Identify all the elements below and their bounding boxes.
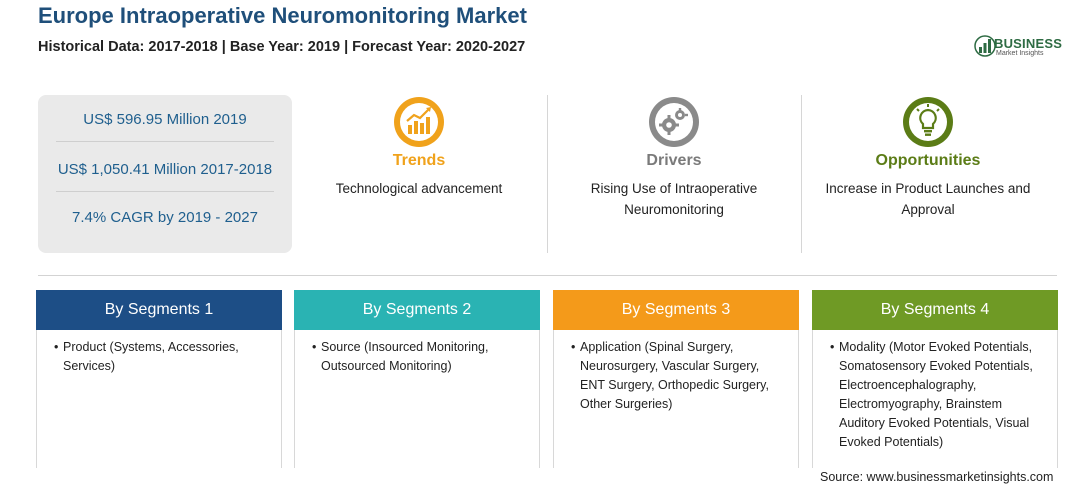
market-value-historical: US$ 1,050.41 Million 2017-2018 (57, 161, 273, 178)
drivers-column: Drivers Rising Use of Intraoperative Neu… (559, 95, 789, 220)
drivers-heading: Drivers (646, 152, 702, 169)
column-divider (801, 95, 802, 253)
cagr-value: 7.4% CAGR by 2019 - 2027 (72, 209, 258, 226)
segment-4-body: Modality (Motor Evoked Potentials, Somat… (812, 330, 1058, 468)
segment-3-body: Application (Spinal Surgery, Neurosurger… (553, 330, 799, 468)
segment-1-body: Product (Systems, Accessories, Services) (36, 330, 282, 468)
opportunities-column: Opportunities Increase in Product Launch… (813, 95, 1043, 220)
segment-2-item: Source (Insourced Monitoring, Outsourced… (312, 338, 527, 376)
segment-card-3: By Segments 3 Application (Spinal Surger… (553, 290, 799, 468)
drivers-text: Rising Use of Intraoperative Neuromonito… (590, 181, 758, 217)
logo-wordmark: BUSINESS (994, 36, 1063, 51)
trends-text: Technological advancement (335, 181, 503, 196)
lightbulb-icon (903, 97, 953, 147)
logo-mark-icon (974, 35, 996, 57)
segment-card-1: By Segments 1 Product (Systems, Accessor… (36, 290, 282, 468)
segment-card-4: By Segments 4 Modality (Motor Evoked Pot… (812, 290, 1058, 468)
page-subtitle: Historical Data: 2017-2018 | Base Year: … (38, 39, 526, 55)
opportunities-heading: Opportunities (875, 152, 981, 169)
market-value-2019: US$ 596.95 Million 2019 (83, 111, 247, 128)
segment-1-item: Product (Systems, Accessories, Services) (54, 338, 269, 376)
segment-4-item: Modality (Motor Evoked Potentials, Somat… (830, 338, 1045, 452)
gears-icon (649, 97, 699, 147)
opportunities-text: Increase in Product Launches and Approva… (825, 181, 1031, 217)
trends-heading: Trends (392, 152, 446, 169)
section-divider (38, 275, 1057, 276)
trends-column: Trends Technological advancement (304, 95, 534, 199)
segment-2-heading: By Segments 2 (294, 290, 540, 330)
segment-2-body: Source (Insourced Monitoring, Outsourced… (294, 330, 540, 468)
column-divider (547, 95, 548, 253)
trend-chart-icon (394, 97, 444, 147)
company-logo: BUSINESS Market Insights (974, 33, 1064, 63)
segment-3-item: Application (Spinal Surgery, Neurosurger… (571, 338, 786, 414)
stat-divider (56, 141, 274, 142)
segment-3-heading: By Segments 3 (553, 290, 799, 330)
source-credit: Source: www.businessmarketinsights.com (820, 470, 1054, 484)
segment-1-heading: By Segments 1 (36, 290, 282, 330)
segment-4-heading: By Segments 4 (812, 290, 1058, 330)
segment-card-2: By Segments 2 Source (Insourced Monitori… (294, 290, 540, 468)
logo-tagline: Market Insights (996, 50, 1044, 57)
stat-divider (56, 191, 274, 192)
market-stats-panel: US$ 596.95 Million 2019 US$ 1,050.41 Mil… (38, 95, 292, 253)
page-title: Europe Intraoperative Neuromonitoring Ma… (38, 3, 527, 28)
